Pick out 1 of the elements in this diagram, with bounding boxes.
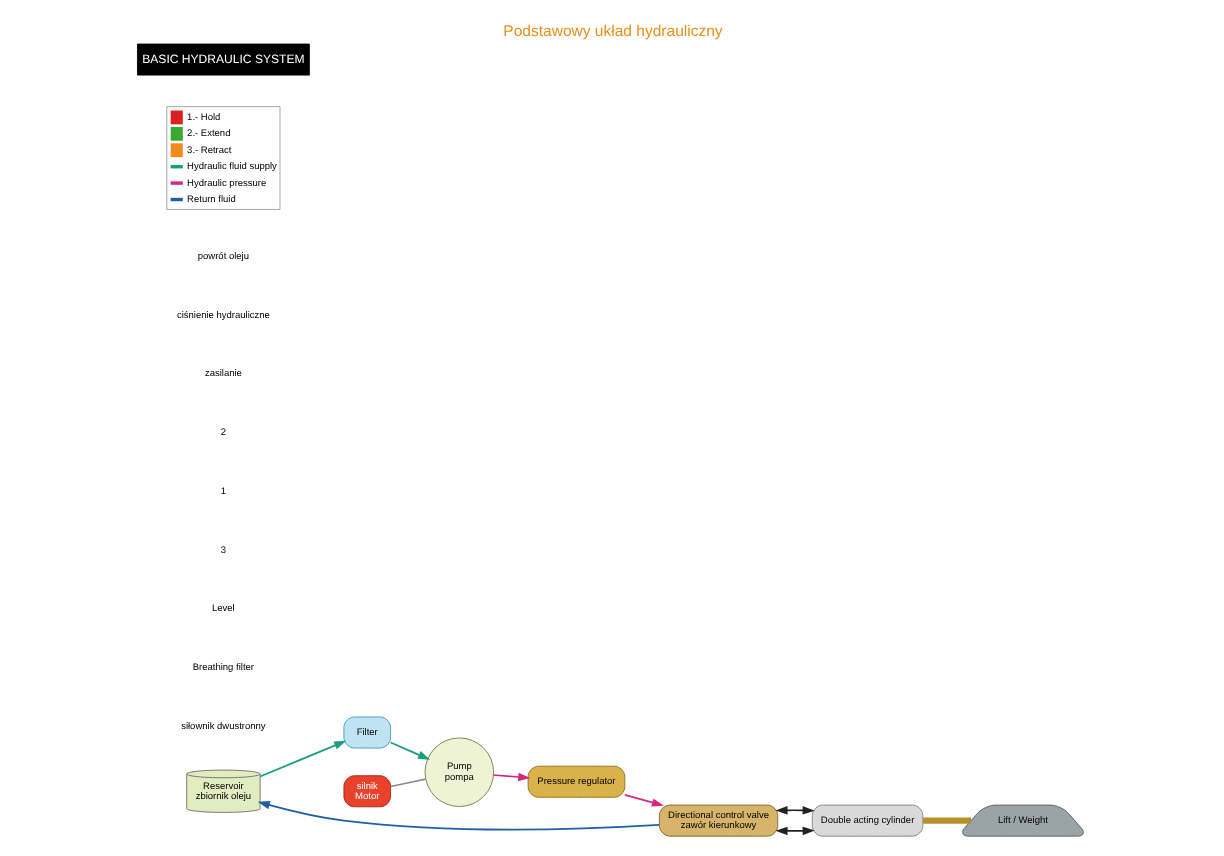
diagram-title: Podstawowy układ hydrauliczny [502,21,722,40]
